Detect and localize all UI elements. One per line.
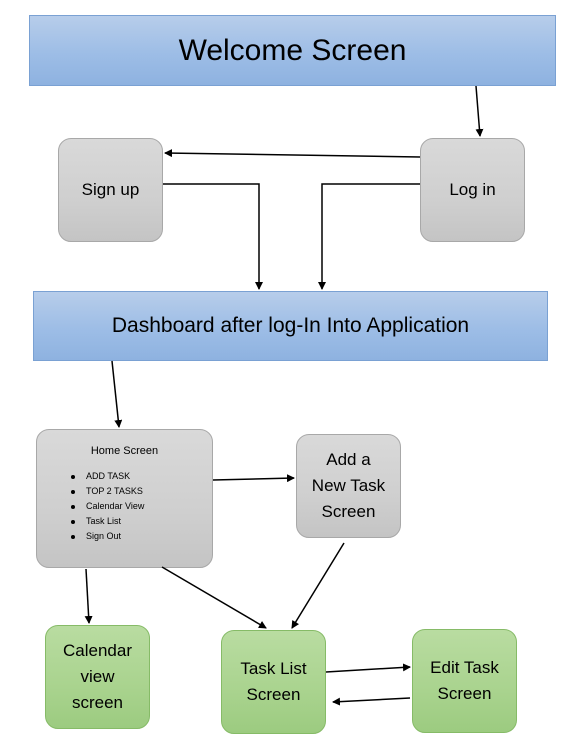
arrow-dashboard-to-home [111,360,123,428]
edit-task-label-line-2: Screen [437,684,492,703]
calendar-view-node: Calendar view screen [45,625,150,729]
arrow-edit-task-to-task-list [332,697,411,706]
add-task-label-line-2: New Task [311,476,386,495]
welcome-screen-label: Welcome Screen [178,33,407,67]
arrow-home-to-add-task [212,474,295,483]
home-item-sign-out: Sign Out [65,529,144,544]
add-task-label-line-1: Add a [326,450,371,469]
home-item-calendar-view: Calendar View [65,499,144,514]
task-list-label-line-2: Screen [246,685,301,704]
home-item-add-task: ADD TASK [65,469,144,484]
signup-label: Sign up [81,180,140,199]
arrow-welcome-to-login [475,85,484,137]
arrow-task-list-to-edit-task [325,663,411,673]
welcome-screen-node: Welcome Screen [29,15,556,86]
login-label: Log in [449,180,496,199]
arrow-login-to-signup [164,149,421,158]
dashboard-label: Dashboard after log-In Into Application [111,314,470,337]
home-screen-node: Home Screen ADD TASK TOP 2 TASKS Calenda… [36,429,213,568]
calendar-label-line-2: view [80,667,115,686]
arrow-home-to-calendar [84,568,93,624]
home-item-top-tasks: TOP 2 TASKS [65,484,144,499]
arrow-add-task-to-task-list [291,542,345,629]
home-screen-list: ADD TASK TOP 2 TASKS Calendar View Task … [65,469,144,544]
signup-node: Sign up [58,138,163,242]
edit-task-label-line-1: Edit Task [430,658,499,677]
arrow-home-to-task-list [161,566,267,629]
add-task-node: Add a New Task Screen [296,434,401,538]
arrow-signup-to-dashboard [163,183,263,290]
calendar-label-line-1: Calendar [63,641,132,660]
home-screen-title: Home Screen [90,445,159,457]
task-list-node: Task List Screen [221,630,326,734]
dashboard-node: Dashboard after log-In Into Application [33,291,548,361]
add-task-label-line-3: Screen [321,502,376,521]
home-item-task-list: Task List [65,514,144,529]
calendar-label-line-3: screen [71,693,124,712]
arrow-login-to-dashboard [318,183,420,290]
login-node: Log in [420,138,525,242]
task-list-label-line-1: Task List [240,659,307,678]
edit-task-node: Edit Task Screen [412,629,517,733]
